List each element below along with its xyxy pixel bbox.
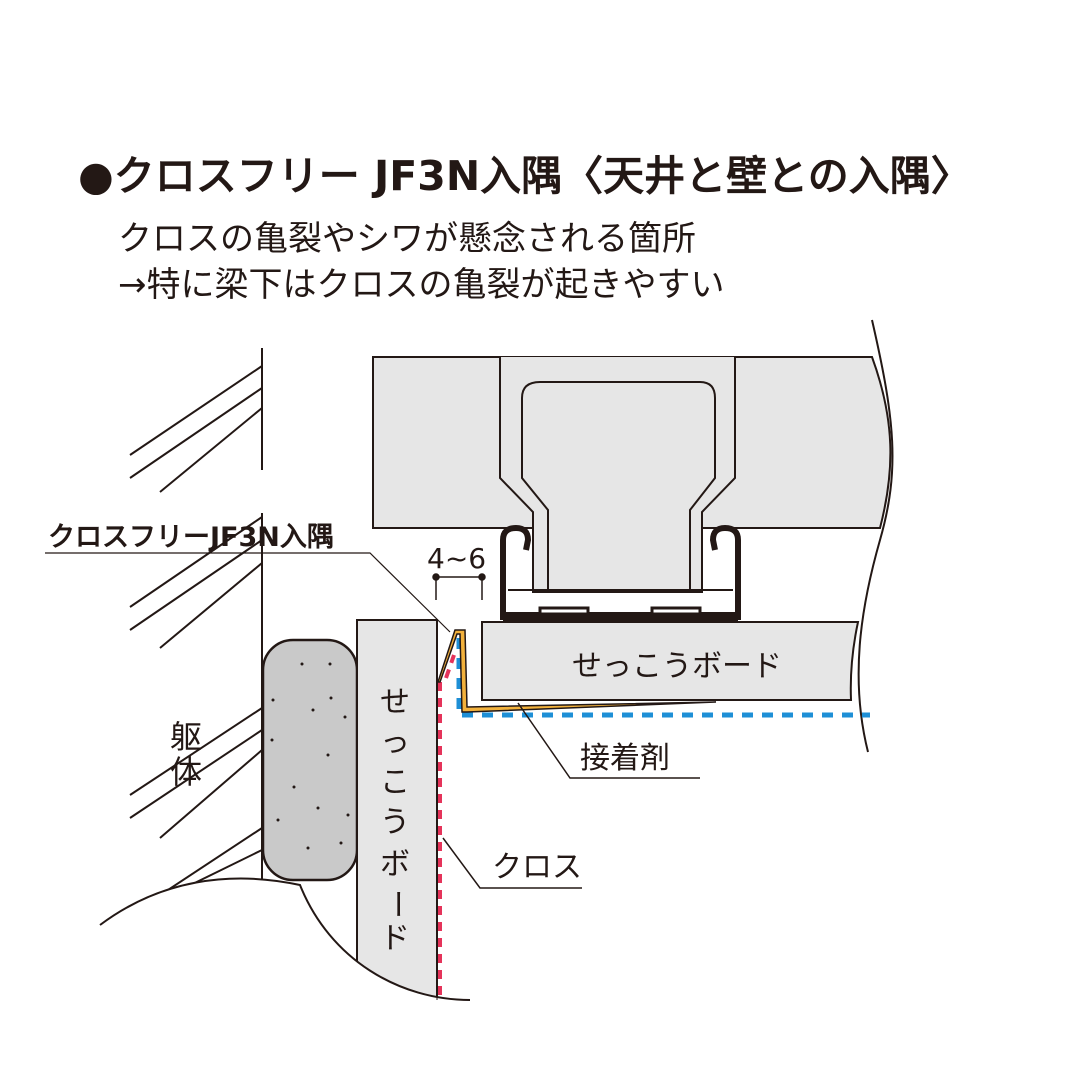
ceiling-board bbox=[481, 621, 860, 701]
diagram-title: ●クロスフリー JF3N入隅〈天井と壁との入隅〉 bbox=[78, 152, 972, 200]
adhesive-label: 接着剤 bbox=[580, 741, 670, 776]
concrete-block bbox=[261, 638, 359, 882]
right-break-line bbox=[857, 319, 894, 753]
product-leader bbox=[45, 552, 451, 633]
jf3n-trim bbox=[436, 629, 717, 713]
joist-inner-outline bbox=[521, 381, 716, 592]
svg-text:せ: せ bbox=[380, 685, 410, 720]
svg-text:こ: こ bbox=[380, 765, 410, 800]
subtitle-line-1: クロスの亀裂やシワが懸念される箇所 bbox=[118, 219, 696, 259]
adhesive-leader bbox=[517, 702, 700, 779]
svg-text:ー: ー bbox=[379, 889, 414, 919]
gap-label: 4~6 bbox=[427, 542, 486, 575]
ceiling-channel bbox=[500, 524, 741, 620]
ceiling-board-label: せっこうボード bbox=[572, 649, 782, 684]
wall-board-label: せ っ こ う ボ ー ド bbox=[379, 685, 414, 956]
svg-text:ボ: ボ bbox=[380, 847, 410, 882]
svg-text:う: う bbox=[380, 805, 410, 840]
svg-text:ド: ド bbox=[380, 921, 410, 956]
ceiling-cloth-line bbox=[456, 638, 870, 718]
channel-bottom bbox=[503, 612, 738, 621]
wall-board bbox=[356, 619, 438, 1021]
concrete-dots bbox=[270, 662, 350, 850]
structure-label-2: 体 bbox=[170, 753, 202, 791]
structure-hatching bbox=[129, 348, 263, 916]
ceiling-joist bbox=[499, 357, 736, 593]
product-label: クロスフリーJF3N入隅 bbox=[48, 522, 334, 553]
break-line bbox=[99, 877, 471, 1001]
structure-label-1: 躯 bbox=[170, 718, 202, 756]
gap-dimension bbox=[432, 573, 486, 600]
cloth-label: クロス bbox=[492, 850, 582, 885]
cloth-leader bbox=[442, 837, 582, 889]
svg-text:っ: っ bbox=[380, 725, 410, 760]
break-mask bbox=[100, 878, 470, 1080]
subtitle-line-2: →特に梁下はクロスの亀裂が起きやすい bbox=[118, 265, 725, 305]
